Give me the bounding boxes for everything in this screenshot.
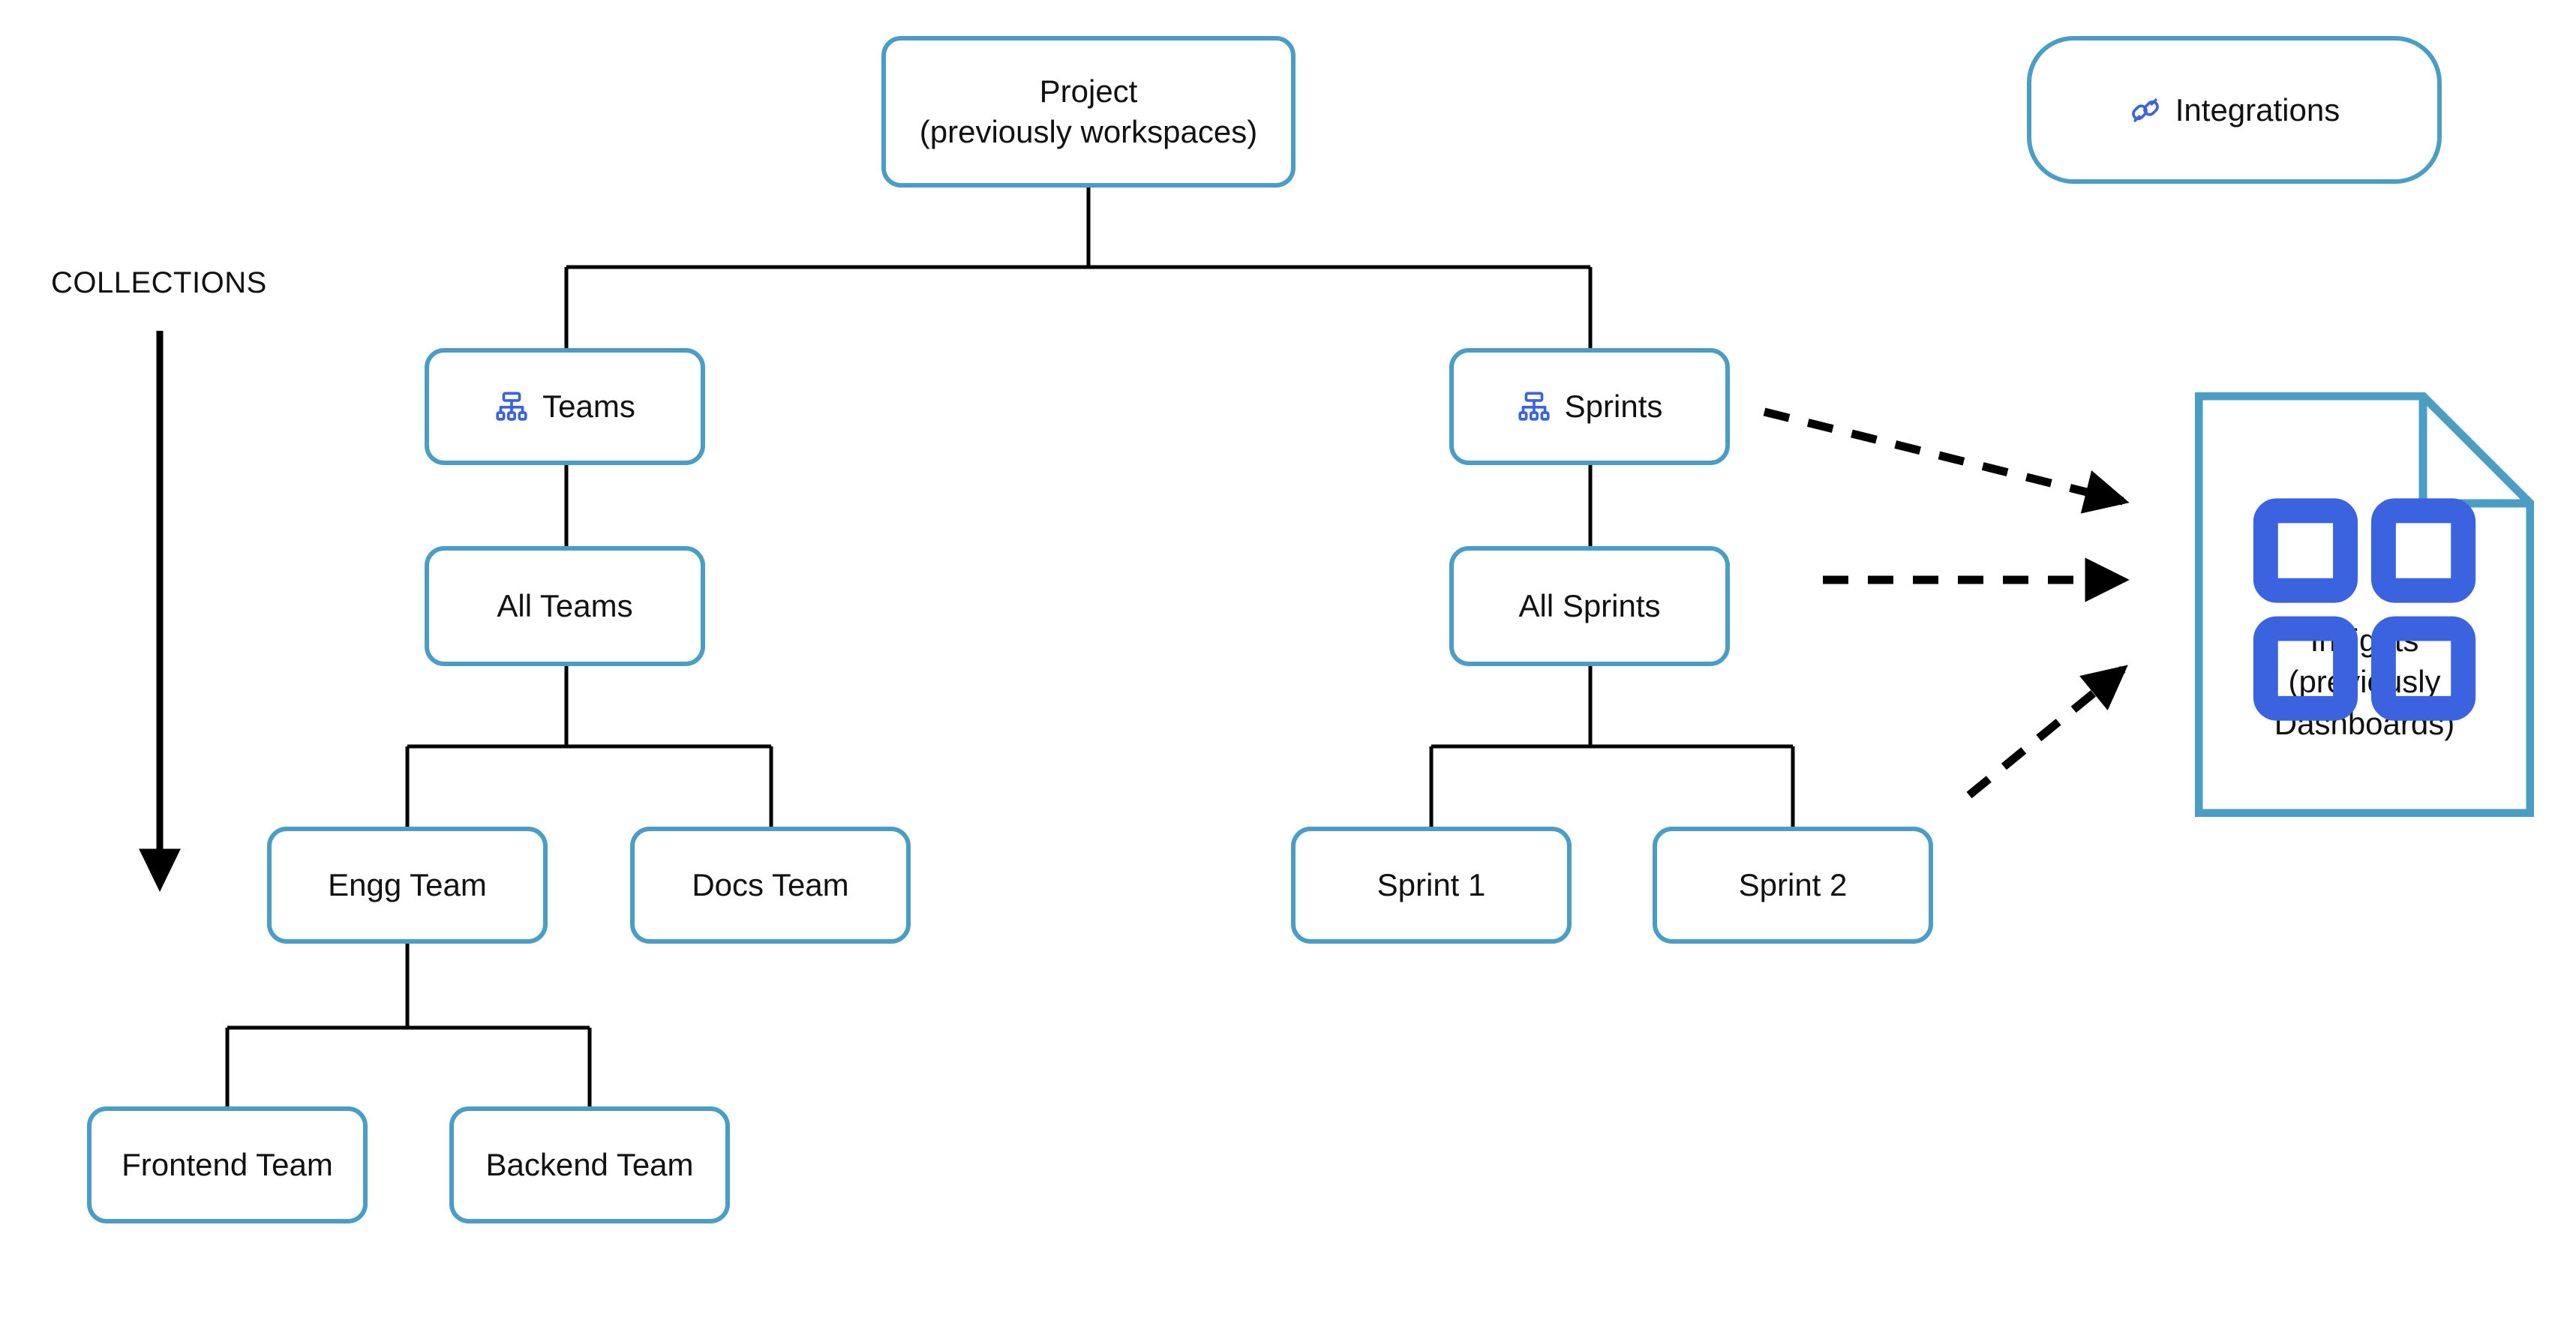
node-sprints-label: Sprints — [1564, 389, 1663, 425]
insights-dashed-arrows — [1763, 407, 2130, 799]
node-project-label: Project (previously workspaces) — [919, 74, 1258, 149]
node-engg-team[interactable]: Engg Team — [267, 827, 548, 944]
dashboard-grid-icon — [2253, 498, 2476, 721]
node-project[interactable]: Project (previously workspaces) — [881, 36, 1296, 188]
node-sprint-2-label: Sprint 2 — [1738, 867, 1848, 903]
node-integrations-label: Integrations — [2175, 92, 2340, 128]
node-all-sprints[interactable]: All Sprints — [1449, 546, 1730, 666]
node-sprints[interactable]: Sprints — [1449, 348, 1730, 465]
hierarchy-icon — [1517, 389, 1551, 424]
node-frontend-team-label: Frontend Team — [122, 1147, 333, 1183]
node-frontend-team[interactable]: Frontend Team — [87, 1106, 368, 1223]
node-all-sprints-label: All Sprints — [1518, 588, 1661, 624]
plug-connector-icon — [2129, 94, 2162, 127]
node-teams[interactable]: Teams — [425, 348, 705, 465]
hierarchy-icon — [494, 389, 529, 424]
node-all-teams-label: All Teams — [497, 588, 633, 624]
insights-content: Insights (previously Dashboards) — [2195, 475, 2534, 744]
node-sprint-2[interactable]: Sprint 2 — [1653, 827, 1933, 944]
node-backend-team-label: Backend Team — [485, 1147, 694, 1183]
node-docs-team-label: Docs Team — [692, 867, 849, 903]
node-all-teams[interactable]: All Teams — [425, 546, 705, 666]
node-docs-team[interactable]: Docs Team — [630, 827, 911, 944]
node-insights[interactable]: Insights (previously Dashboards) — [2195, 392, 2534, 817]
node-engg-team-label: Engg Team — [328, 867, 487, 903]
node-sprint-1-label: Sprint 1 — [1377, 867, 1486, 903]
collections-label: COLLECTIONS — [51, 266, 267, 299]
node-integrations[interactable]: Integrations — [2027, 36, 2442, 184]
node-teams-label: Teams — [542, 389, 635, 425]
node-backend-team[interactable]: Backend Team — [449, 1106, 730, 1223]
node-sprint-1[interactable]: Sprint 1 — [1291, 827, 1572, 944]
